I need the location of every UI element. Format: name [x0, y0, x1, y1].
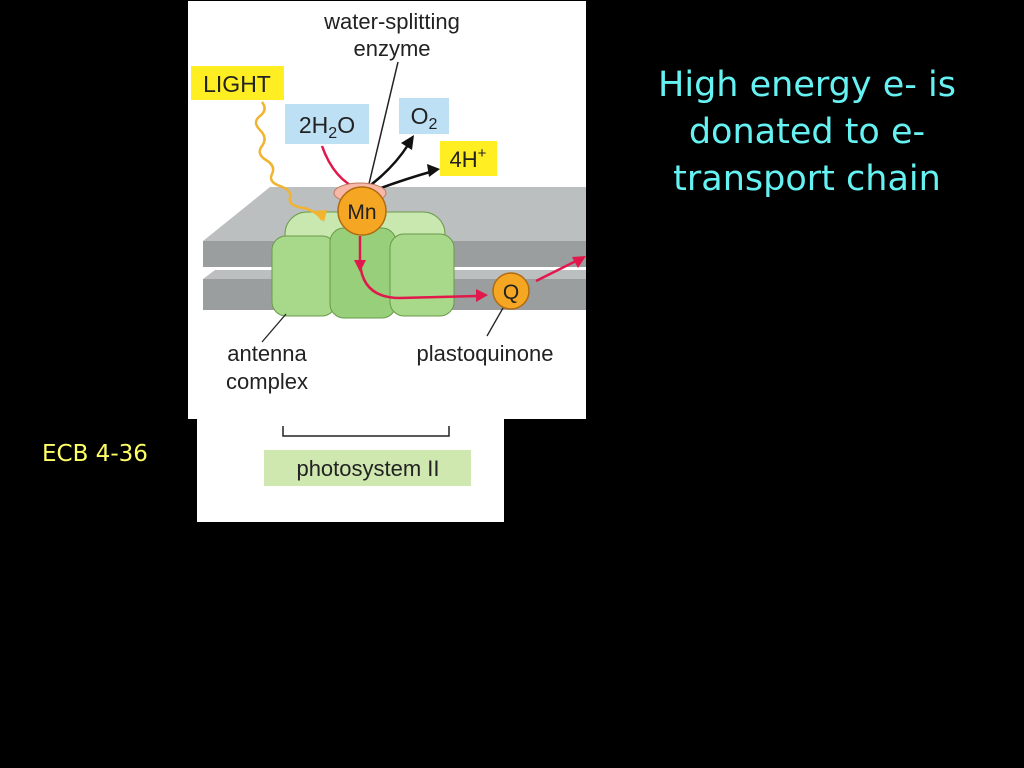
plastoquinone-q: [492, 272, 530, 310]
title-line: transport chain: [673, 159, 941, 199]
antenna-lobe-mid: [329, 227, 397, 319]
enzyme-label-line2: enzyme: [353, 36, 430, 61]
photosystem-label: photosystem II: [296, 456, 439, 481]
plastoquinone-label: plastoquinone: [416, 341, 553, 366]
oxygen-box: [399, 98, 449, 134]
enzyme-label-line1: water-splitting: [323, 9, 460, 34]
protons-label: 4H+: [450, 145, 487, 172]
plastoquinone-pointer: [486, 307, 504, 337]
light-box: [191, 66, 284, 100]
light-label: LIGHT: [203, 71, 271, 97]
photosystem-box: [264, 450, 471, 486]
manganese-label: Mn: [347, 201, 376, 224]
antenna-lobe-left: [271, 235, 337, 317]
title-line: High energy e- is: [658, 65, 956, 105]
enzyme-pointer: [367, 61, 399, 189]
electron-exit: [535, 259, 577, 283]
antenna-label-line2: complex: [226, 369, 308, 394]
slide-title: High energy e- is donated to e- transpor…: [612, 62, 1002, 203]
antenna-lobe-right: [389, 233, 455, 317]
antenna-label-line1: antenna: [227, 341, 307, 366]
figure-reference: ECB 4-36: [42, 441, 148, 467]
oxygen-label: O2: [411, 103, 438, 133]
title-line: donated to e-: [688, 112, 926, 152]
manganese-cluster: [337, 186, 387, 236]
water-box: [285, 104, 369, 144]
antenna-pointer: [261, 313, 287, 343]
protons-box: [440, 141, 497, 176]
water-label: 2H2O: [299, 112, 355, 142]
photosystem-bracket: [282, 426, 450, 437]
quinone-label: Q: [503, 281, 519, 304]
light-arrow: [254, 101, 327, 222]
